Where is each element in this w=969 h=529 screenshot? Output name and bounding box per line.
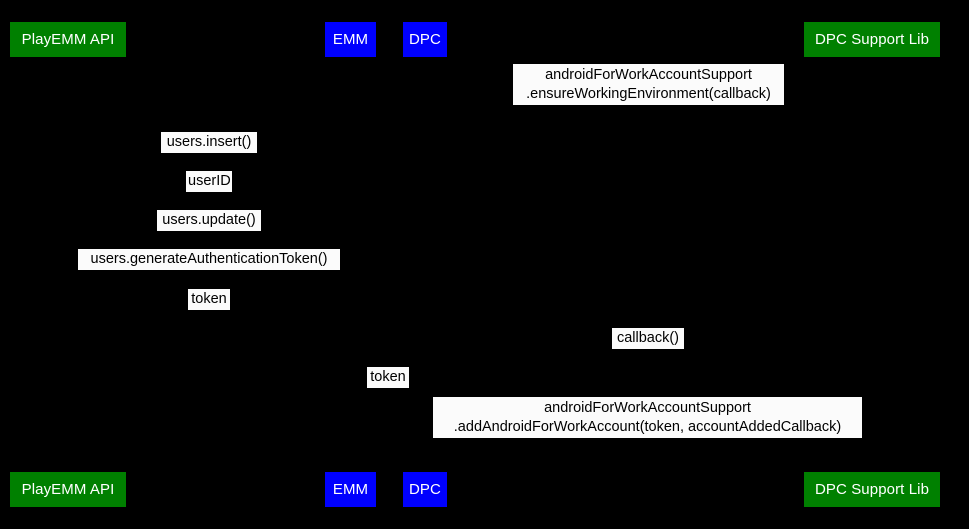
participant-footer-emm[interactable]: EMM bbox=[325, 472, 376, 507]
lifeline-dpc-support-lib bbox=[872, 57, 873, 472]
message-label-users-update: users.update() bbox=[157, 210, 261, 231]
arrow-users-insert bbox=[68, 154, 350, 155]
message-label-add-android-for-work-account: androidForWorkAccountSupport .addAndroid… bbox=[433, 397, 862, 438]
arrow-user-id bbox=[68, 193, 350, 194]
participant-header-emm[interactable]: EMM bbox=[325, 22, 376, 57]
participant-footer-dpc[interactable]: DPC bbox=[403, 472, 447, 507]
message-label-token-to-emm: token bbox=[188, 289, 230, 310]
message-label-token-to-dpc: token bbox=[367, 367, 409, 388]
participant-label: DPC Support Lib bbox=[814, 31, 930, 48]
lifeline-dpc bbox=[425, 57, 426, 472]
arrow-token-to-dpc bbox=[350, 389, 425, 390]
arrow-add-android-for-work-account bbox=[425, 439, 872, 440]
arrow-ensure-working-environment bbox=[425, 106, 872, 107]
message-label-ensure-working-environment: androidForWorkAccountSupport .ensureWork… bbox=[513, 64, 784, 105]
participant-label: PlayEMM API bbox=[21, 31, 115, 48]
participant-header-dpc-support-lib[interactable]: DPC Support Lib bbox=[804, 22, 940, 57]
participant-footer-playemm-api[interactable]: PlayEMM API bbox=[10, 472, 126, 507]
participant-label: EMM bbox=[332, 481, 369, 498]
participant-label: EMM bbox=[332, 31, 369, 48]
arrow-token-to-emm bbox=[68, 311, 350, 312]
message-label-user-id: userID bbox=[186, 171, 232, 192]
participant-label: DPC Support Lib bbox=[814, 481, 930, 498]
participant-footer-dpc-support-lib[interactable]: DPC Support Lib bbox=[804, 472, 940, 507]
arrow-callback bbox=[425, 350, 872, 351]
message-label-callback: callback() bbox=[612, 328, 684, 349]
participant-header-dpc[interactable]: DPC bbox=[403, 22, 447, 57]
arrow-users-generate-authentication-token bbox=[68, 271, 350, 272]
participant-label: DPC bbox=[409, 481, 441, 498]
message-label-users-generate-authentication-token: users.generateAuthenticationToken() bbox=[78, 249, 340, 270]
lifeline-emm bbox=[350, 57, 351, 472]
lifeline-playemm-api bbox=[68, 57, 69, 472]
participant-header-playemm-api[interactable]: PlayEMM API bbox=[10, 22, 126, 57]
arrow-users-update bbox=[68, 232, 350, 233]
participant-label: DPC bbox=[409, 31, 441, 48]
participant-label: PlayEMM API bbox=[21, 481, 115, 498]
message-label-users-insert: users.insert() bbox=[161, 132, 257, 153]
